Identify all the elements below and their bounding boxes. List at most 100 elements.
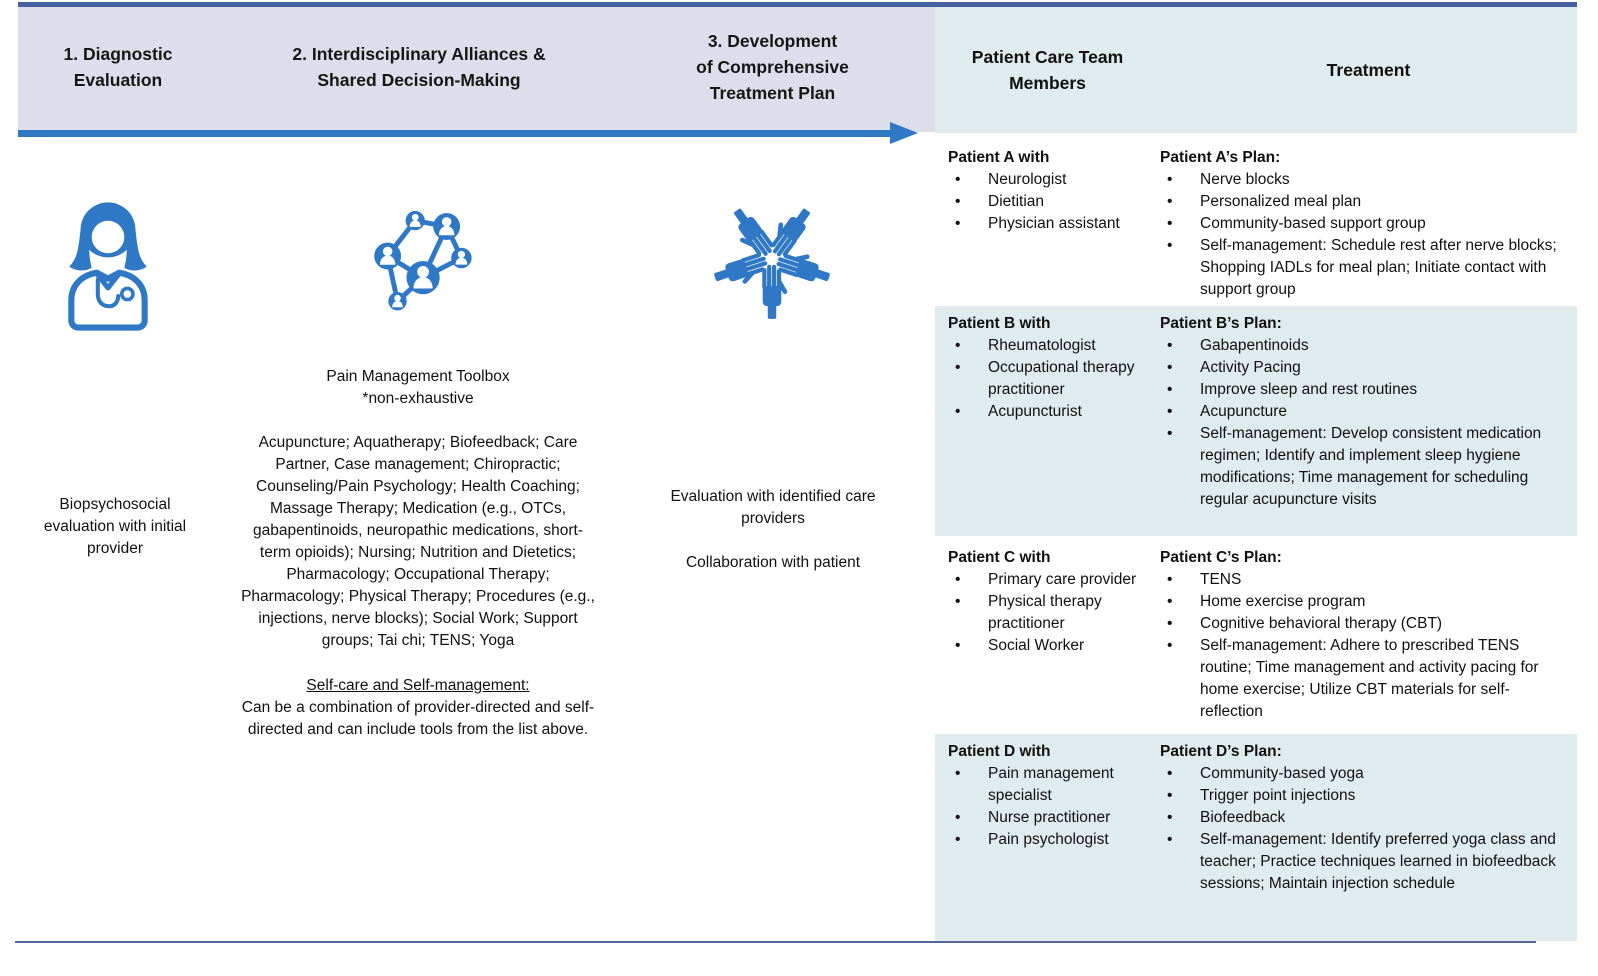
bullet-text: Rheumatologist xyxy=(988,337,1096,354)
bullet-text: Physical therapy practitioner xyxy=(988,593,1102,632)
bullet-text: Physician assistant xyxy=(988,215,1120,232)
bullet-item: • Activity Pacing xyxy=(1160,357,1569,379)
phase3-line1: Evaluation with identified care provider… xyxy=(670,488,876,527)
bullet-glyph: • xyxy=(1167,403,1173,420)
bullet-glyph: • xyxy=(955,831,961,848)
table-row-patient-d: Patient D with •Pain management speciali… xyxy=(935,734,1577,941)
bullet-glyph: • xyxy=(1167,809,1173,826)
bullet-text: Acupuncturist xyxy=(988,403,1082,420)
patient-care-table: Patient Care Team Members Treatment Pati… xyxy=(935,7,1577,941)
bullet-item: •Nerve blocks xyxy=(1160,169,1569,191)
plan-list: •Gabapentinoids•Activity Pacing•Improve … xyxy=(1160,335,1569,511)
spacer xyxy=(212,652,624,675)
selfcare-heading: Self-care and Self-management: xyxy=(306,677,530,694)
header-members: Patient Care Team Members xyxy=(971,47,1124,93)
bullet-text: Social Worker xyxy=(988,637,1085,654)
phase3-description: Evaluation with identified care provider… xyxy=(642,486,904,574)
bullet-text: TENS xyxy=(1200,571,1242,588)
bullet-glyph: • xyxy=(1167,337,1173,354)
selfcare-body: Can be a combination of provider-directe… xyxy=(241,699,595,738)
bullet-glyph: • xyxy=(955,337,961,354)
bullet-text: Dietitian xyxy=(988,193,1044,210)
bullet-glyph: • xyxy=(1167,237,1173,254)
bullet-glyph: • xyxy=(1167,193,1173,210)
bullet-item: • Social Worker xyxy=(948,635,1156,657)
bullet-item: •Pain management specialist xyxy=(948,763,1156,807)
bullet-text: Activity Pacing xyxy=(1200,359,1301,376)
phase1-title: 1. Diagnostic Evaluation xyxy=(63,44,173,90)
members-list: •Pain management specialist•Nurse practi… xyxy=(948,763,1156,851)
table-header-row: Patient Care Team Members Treatment xyxy=(935,7,1577,133)
bullet-item: • Dietitian xyxy=(948,191,1156,213)
bullet-glyph: • xyxy=(955,637,961,654)
bullet-item: •Nurse practitioner xyxy=(948,807,1156,829)
bullet-text: Biofeedback xyxy=(1200,809,1286,826)
phase1-description: Biopsychosocial evaluation with initial … xyxy=(43,496,187,557)
plan-cell: Patient A’s Plan: •Nerve blocks•Personal… xyxy=(1160,140,1577,302)
flow-arrow-head xyxy=(890,122,918,144)
bullet-item: • Neurologist xyxy=(948,169,1156,191)
bullet-item: •Occupational therapy practitioner xyxy=(948,357,1156,401)
bullet-glyph: • xyxy=(1167,215,1173,232)
bullet-item: • Physical therapy practitioner xyxy=(948,591,1156,635)
members-cell: Patient C with •Primary care provider•Ph… xyxy=(935,540,1160,730)
bullet-item: • TENS xyxy=(1160,569,1569,591)
plan-list: • TENS • Home exercise program • Cognitive be… xyxy=(1160,569,1569,723)
bullet-glyph: • xyxy=(1167,787,1173,804)
plan-cell: Patient C’s Plan: • TENS • Home exercise pr… xyxy=(1160,540,1577,730)
bullet-glyph: • xyxy=(1167,765,1173,782)
bullet-text: Self-management: Identify preferred yoga… xyxy=(1200,831,1556,892)
bullet-glyph: • xyxy=(1167,171,1173,188)
bullet-glyph: • xyxy=(1167,615,1173,632)
bullet-item: •Improve sleep and rest routines xyxy=(1160,379,1569,401)
bullet-glyph: • xyxy=(1167,571,1173,588)
bullet-glyph: • xyxy=(1167,637,1173,654)
spacer xyxy=(212,410,624,432)
members-title: Patient C with xyxy=(948,549,1051,566)
bullet-glyph: • xyxy=(955,765,961,782)
bullet-item: • Trigger point injections xyxy=(1160,785,1569,807)
phase-header-band xyxy=(18,7,935,132)
table-row-patient-a: Patient A with • Neurologist • Dietitian • Ph… xyxy=(935,140,1577,302)
bullet-glyph: • xyxy=(955,593,961,610)
bullet-text: Trigger point injections xyxy=(1200,787,1356,804)
bullet-item: •Acupuncture xyxy=(1160,401,1569,423)
plan-title: Patient D’s Plan: xyxy=(1160,743,1282,760)
bullet-item: • Self-management: Identify preferred yog… xyxy=(1160,829,1569,895)
bullet-glyph: • xyxy=(1167,831,1173,848)
bullet-item: •Personalized meal plan xyxy=(1160,191,1569,213)
bullet-glyph: • xyxy=(1167,359,1173,376)
members-list: • Rheumatologist •Occupational therapy pra… xyxy=(948,335,1156,423)
bottom-rule-line xyxy=(15,941,1536,943)
plan-title: Patient C’s Plan: xyxy=(1160,549,1282,566)
bullet-item: • Acupuncturist xyxy=(948,401,1156,423)
plan-title: Patient A’s Plan: xyxy=(1160,149,1281,166)
bullet-text: Cognitive behavioral therapy (CBT) xyxy=(1200,615,1443,632)
bullet-glyph: • xyxy=(1167,425,1173,442)
bullet-glyph: • xyxy=(955,171,961,188)
bullet-text: Home exercise program xyxy=(1200,593,1366,610)
bullet-item: •Primary care provider xyxy=(948,569,1156,591)
bullet-text: Primary care provider xyxy=(988,571,1137,588)
doctor-icon xyxy=(52,198,164,333)
plan-title: Patient B’s Plan: xyxy=(1160,315,1282,332)
bullet-text: Neurologist xyxy=(988,171,1067,188)
members-cell: Patient B with • Rheumatologist •Occupatio… xyxy=(935,306,1160,536)
bullet-text: Community-based support group xyxy=(1200,215,1426,232)
bullet-glyph: • xyxy=(1167,381,1173,398)
top-rule-line xyxy=(18,2,1577,7)
bullet-item: • Cognitive behavioral therapy (CBT) xyxy=(1160,613,1569,635)
bullet-item: • Home exercise program xyxy=(1160,591,1569,613)
plan-cell: Patient D’s Plan: •Community-based yoga•… xyxy=(1160,734,1577,941)
members-title: Patient B with xyxy=(948,315,1051,332)
bullet-glyph: • xyxy=(955,193,961,210)
bullet-glyph: • xyxy=(955,809,961,826)
bullet-glyph: • xyxy=(1167,593,1173,610)
bullet-item: •Self-management: Adhere to prescribed T… xyxy=(1160,635,1569,723)
members-title: Patient A with xyxy=(948,149,1050,166)
bullet-text: Self-management: Schedule rest after ner… xyxy=(1200,237,1557,298)
flow-arrow-line xyxy=(18,130,892,137)
bullet-item: • Community-based support group xyxy=(1160,213,1569,235)
bullet-glyph: • xyxy=(955,403,961,420)
